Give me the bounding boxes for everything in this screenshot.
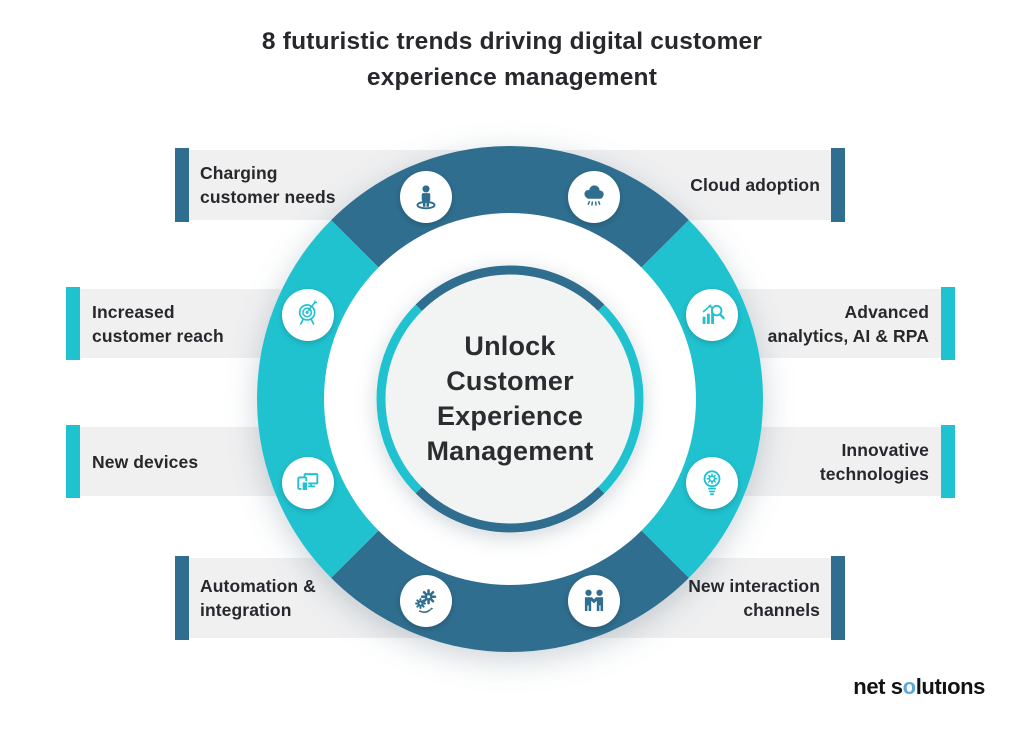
- accent-automation-integration: [175, 556, 189, 640]
- trend-label-advanced-analytics: Advanced analytics, AI & RPA: [767, 301, 929, 346]
- logo-part2: lutıons: [915, 674, 986, 699]
- accent-new-devices: [66, 425, 80, 498]
- logo-part1: net s: [853, 674, 903, 699]
- trend-label-innovative-technologies: Innovative technologies: [819, 439, 929, 484]
- gears-automation-icon: [400, 575, 452, 627]
- person-location-icon: [400, 171, 452, 223]
- trend-label-new-interaction-channels: New interaction channels: [688, 576, 820, 620]
- accent-charging-customer-needs: [175, 148, 189, 222]
- cloud-rain-icon: [568, 171, 620, 223]
- handshake-people-icon: [568, 575, 620, 627]
- page-title: 8 futuristic trends driving digital cust…: [261, 28, 763, 91]
- accent-new-interaction-channels: [831, 556, 845, 640]
- trend-label-increased-customer-reach: Increased customer reach: [92, 301, 224, 346]
- chart-magnifier-icon: [686, 289, 738, 341]
- center-message: Unlock Customer Experience Management: [426, 331, 594, 466]
- trend-label-new-devices: New devices: [92, 451, 199, 472]
- trend-label-charging-customer-needs: Charging customer needs: [200, 163, 336, 207]
- accent-advanced-analytics: [941, 287, 955, 360]
- accent-cloud-adoption: [831, 148, 845, 222]
- multi-devices-icon: [282, 457, 334, 509]
- bulb-gear-icon: [686, 457, 738, 509]
- trend-label-automation-integration: Automation & integration: [200, 576, 316, 620]
- accent-innovative-technologies: [941, 425, 955, 498]
- logo-accent-o: o: [902, 674, 916, 699]
- accent-increased-customer-reach: [66, 287, 80, 360]
- net-solutions-logo: net solutıons: [853, 674, 985, 700]
- target-dart-icon: [282, 289, 334, 341]
- trend-label-cloud-adoption: Cloud adoption: [690, 175, 820, 195]
